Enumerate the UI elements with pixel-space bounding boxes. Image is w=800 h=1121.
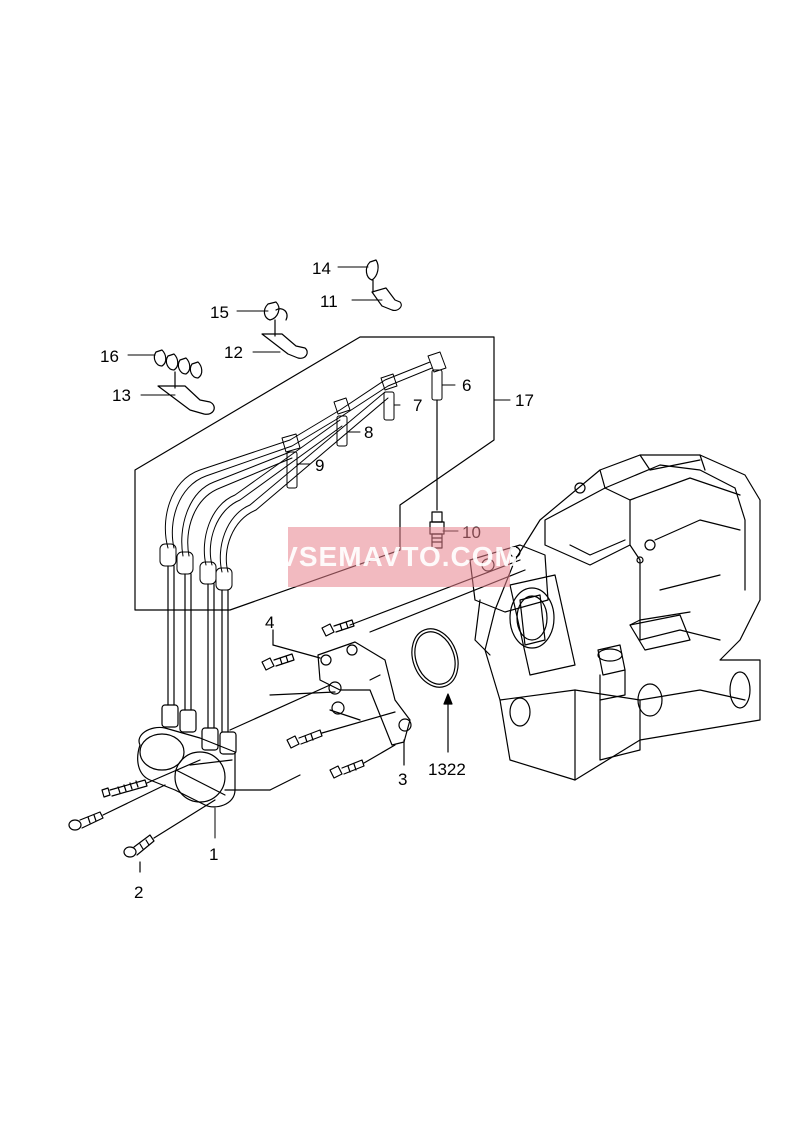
label-1322: 1322 xyxy=(428,760,466,779)
label-3: 3 xyxy=(398,770,407,789)
label-16: 16 xyxy=(100,347,119,366)
label-2: 2 xyxy=(134,883,143,902)
label-9: 9 xyxy=(315,456,324,475)
label-13: 13 xyxy=(112,386,131,405)
label-11: 11 xyxy=(320,292,338,311)
label-6: 6 xyxy=(462,376,471,395)
label-17: 17 xyxy=(515,391,534,410)
label-7: 7 xyxy=(413,396,422,415)
label-12: 12 xyxy=(224,343,243,362)
ignition-coil xyxy=(137,565,331,808)
label-8: 8 xyxy=(364,423,373,442)
coil-bracket xyxy=(269,641,412,766)
part-labels: 1 2 3 4 6 7 8 9 10 11 12 13 14 15 16 17 … xyxy=(100,259,534,902)
label-4: 4 xyxy=(265,613,274,632)
watermark-text: VSEMAVTO.COM xyxy=(279,541,519,572)
label-14: 14 xyxy=(312,259,331,278)
bolts xyxy=(68,619,396,873)
spark-plug-wires xyxy=(159,351,447,591)
engine-block xyxy=(469,454,761,781)
gasket-ring xyxy=(411,628,459,753)
wire-set-frame xyxy=(134,336,495,611)
watermark-banner: VSEMAVTO.COM xyxy=(279,527,518,587)
label-15: 15 xyxy=(210,303,229,322)
label-1: 1 xyxy=(209,845,218,864)
label-leaders xyxy=(127,266,511,839)
wire-clips xyxy=(153,259,402,415)
spark-plug xyxy=(429,399,445,549)
